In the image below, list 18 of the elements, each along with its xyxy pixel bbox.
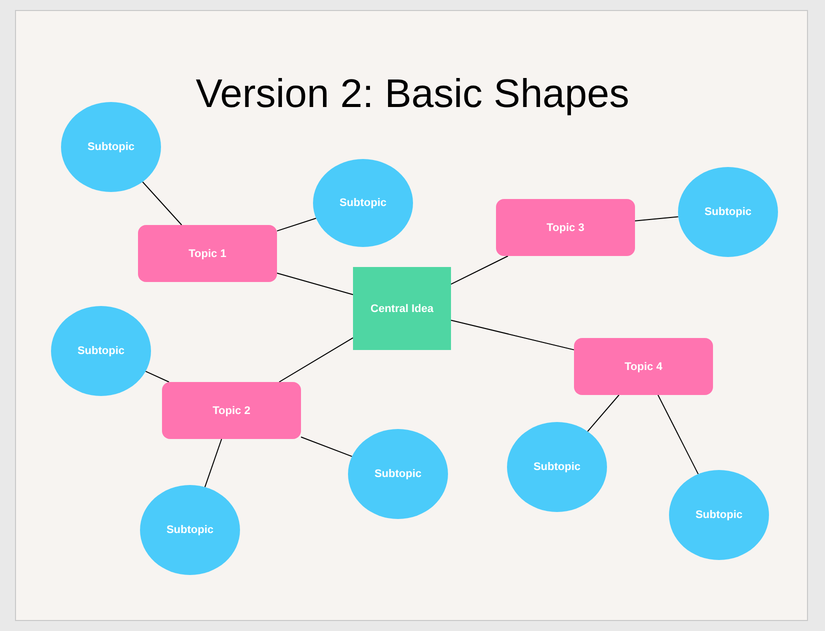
connector-line [142,181,182,226]
connector-line [634,216,679,222]
central-idea-box: Central Idea [353,267,451,350]
topic-box: Topic 3 [496,199,635,256]
connector-line [276,218,317,232]
connector-line [145,370,170,382]
diagram-title: Version 2: Basic Shapes [194,72,630,117]
topic-box: Topic 2 [162,382,301,439]
connector-line [658,394,699,475]
topic-box: Topic 1 [138,225,277,282]
connector-line [300,436,352,457]
connector-line [587,394,620,432]
connector-line [450,320,574,350]
connector-line [450,256,508,285]
topic-box: Topic 4 [574,338,713,395]
connector-line [278,337,354,382]
connector-line [276,272,354,296]
connector-line [204,438,222,488]
